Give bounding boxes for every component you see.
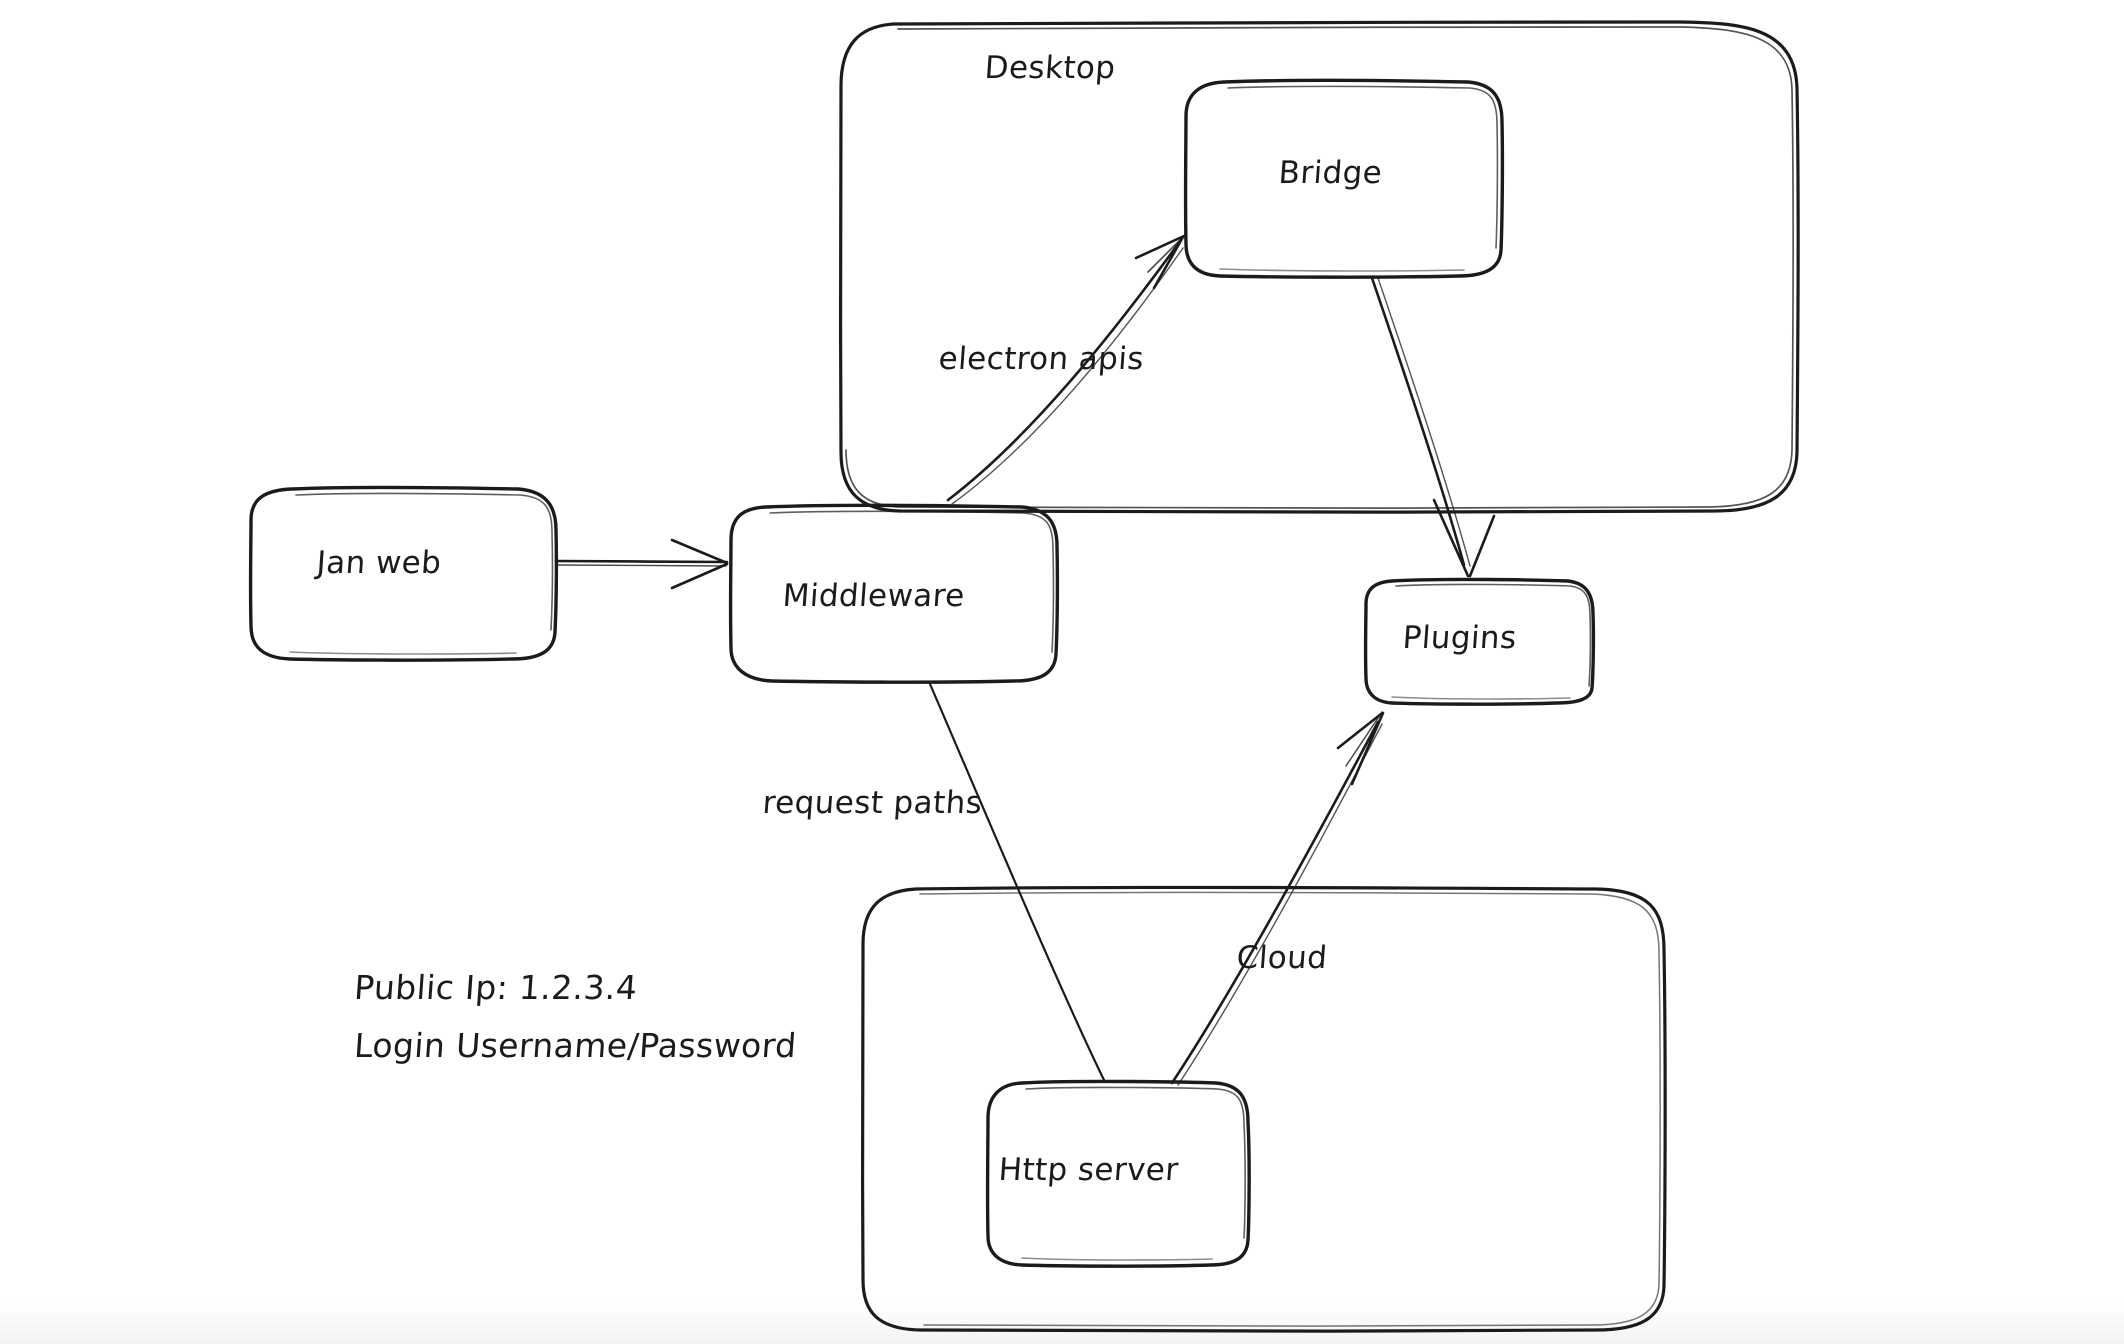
edge-http-server-to-plugins (1170, 711, 1385, 1086)
edge-janweb-to-middleware (554, 538, 729, 590)
node-label-http-server[interactable]: Http server (997, 1152, 1180, 1188)
node-plugins-outline (1363, 577, 1596, 706)
group-desktop-outline (838, 20, 1800, 514)
group-label-desktop: Desktop (983, 50, 1117, 86)
node-label-plugins[interactable]: Plugins (1401, 620, 1518, 656)
node-http-server-outline (985, 1079, 1251, 1268)
edge-bridge-to-plugins (1370, 276, 1496, 578)
edge-label-cloud: Cloud (1235, 940, 1329, 976)
node-middleware-outline (728, 503, 1060, 684)
edge-middleware-to-bridge (946, 234, 1186, 505)
node-label-jan-web[interactable]: Jan web (315, 545, 443, 581)
edge-middleware-to-http-server (928, 682, 1106, 1082)
node-jan-web-outline (248, 485, 559, 662)
node-label-bridge[interactable]: Bridge (1277, 155, 1384, 191)
edge-label-request-paths: request paths (761, 785, 984, 821)
node-bridge-outline (1183, 78, 1505, 279)
note-login-credentials: Login Username/Password (352, 1026, 798, 1065)
node-label-middleware[interactable]: Middleware (781, 578, 966, 614)
note-public-ip: Public Ip: 1.2.3.4 (352, 968, 639, 1007)
group-cloud-outline (860, 885, 1667, 1333)
edge-label-electron-apis: electron apis (937, 341, 1146, 377)
